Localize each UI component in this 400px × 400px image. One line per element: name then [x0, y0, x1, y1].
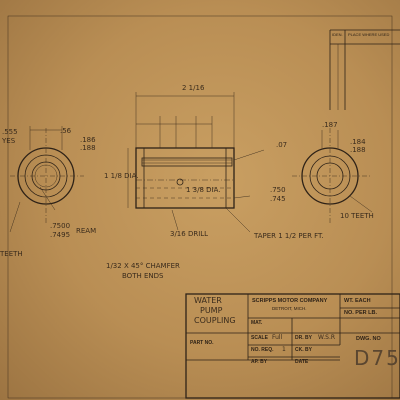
right-184: .184: [350, 138, 366, 146]
date-label: DATE: [295, 359, 309, 365]
dim-745: .745: [270, 195, 286, 203]
wt-each-label: WT. EACH: [344, 298, 371, 304]
ck-by-label: CK. BY: [295, 347, 312, 353]
no-req-value: 1: [282, 346, 286, 353]
left-dia-b: YES: [2, 137, 16, 145]
center-side-view: [127, 92, 265, 233]
no-req-label: NO. REQ.: [251, 347, 274, 353]
left-186: .186: [80, 136, 96, 144]
right-end-view: [292, 128, 373, 224]
right-188: .188: [350, 146, 366, 154]
dim-750: .750: [270, 186, 286, 194]
part-name-line2: PUMP: [200, 306, 223, 315]
rev-col-place: PLACE WHERE USED: [348, 32, 390, 37]
company-city: DETROIT, MICH.: [272, 306, 307, 311]
left-188: .188: [80, 144, 96, 152]
teeth-right: 10 TEETH: [340, 212, 374, 220]
center-dia-a: 1 1/8 DIA.: [104, 172, 139, 180]
drawing-number: D75: [354, 346, 400, 370]
part-name-line3: COUPLING: [194, 316, 236, 325]
revision-block: [329, 29, 400, 110]
ream-top: .7500: [50, 222, 71, 230]
scale-value: Full: [272, 334, 283, 341]
ream-bottom: .7495: [50, 231, 71, 239]
part-no-label: PART NO.: [190, 340, 214, 346]
teeth-left: TEETH: [0, 250, 23, 258]
left-end-view: [9, 126, 84, 233]
left-56: .56: [60, 127, 72, 135]
right-187: .187: [322, 121, 338, 129]
mat-label: MAT.: [251, 320, 263, 326]
ap-by-label: AP. BY: [251, 359, 268, 365]
no-per-lb-label: NO. PER LB.: [344, 310, 378, 316]
dr-by-value: W.S.R: [318, 334, 336, 341]
rev-col-iden: IDEN.: [332, 32, 343, 37]
dim-07: .07: [276, 141, 288, 149]
drill-note: 3/16 DRILL: [170, 230, 209, 238]
chamfer-line2: BOTH ENDS: [122, 272, 164, 280]
center-dia-b: 1 3/8 DIA.: [186, 186, 221, 194]
left-dia-a: .555: [2, 128, 18, 136]
ream-word: REAM: [76, 227, 97, 235]
company-name: SCRIPPS MOTOR COMPANY: [252, 298, 328, 304]
chamfer-line1: 1/32 X 45° CHAMFER: [106, 262, 180, 270]
overall-length: 2 1/16: [182, 84, 205, 92]
part-name-line1: WATER: [194, 296, 222, 305]
dr-by-label: DR. BY: [295, 335, 312, 341]
title-block-lines: [185, 293, 400, 399]
taper-note: TAPER 1 1/2 PER FT.: [254, 232, 324, 240]
scale-label: SCALE: [251, 335, 268, 341]
dwg-no-label: DWG. NO: [356, 336, 381, 342]
